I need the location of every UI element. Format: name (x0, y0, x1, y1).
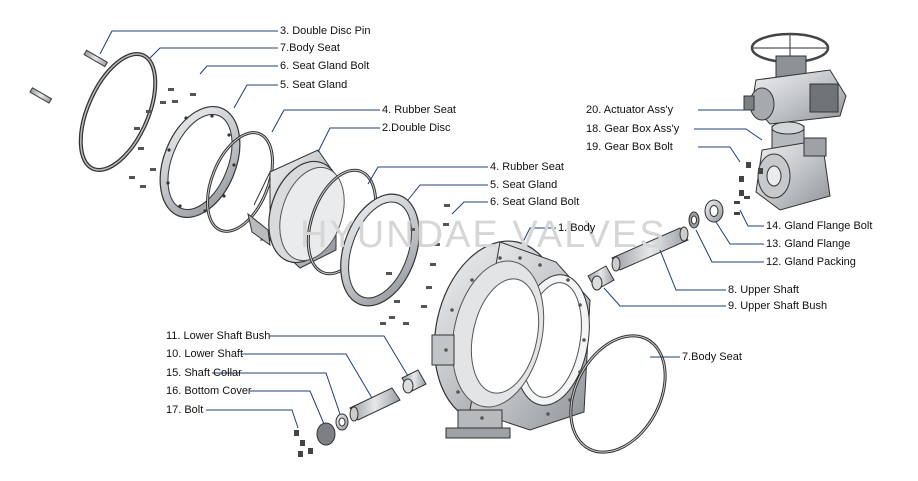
label-body: 1. Body (558, 222, 596, 234)
leader-double-disc (317, 127, 380, 153)
label-lower-shaft-bush: 11. Lower Shaft Bush (166, 330, 271, 342)
label-actuator: 20. Actuator Ass'y (586, 104, 674, 116)
leader-lower-shaft (242, 353, 373, 399)
label-rubber-seat-top: 4. Rubber Seat (382, 104, 456, 116)
leader-bottom-cover (250, 390, 325, 425)
leader-body (521, 227, 556, 245)
leader-seat-gland-mid (407, 184, 488, 201)
leader-gear-box-bolt (698, 146, 741, 163)
leader-gear-box (694, 128, 763, 141)
gear-box-part (755, 121, 831, 211)
valve-body-part (431, 240, 591, 439)
leader-seat-gland-bolt-mid (451, 201, 488, 215)
label-rubber-seat-mid: 4. Rubber Seat (490, 161, 564, 173)
rubber-seat-ring-part (206, 131, 274, 233)
leader-rubber-seat-top (271, 109, 380, 133)
leader-body-seat-top (149, 47, 278, 59)
seat-gland-ring-2-part (340, 193, 420, 307)
label-shaft-collar: 15. Shaft Collar (166, 367, 242, 379)
label-lower-shaft: 10. Lower Shaft (166, 348, 244, 360)
shaft-collar-part (335, 413, 349, 431)
label-bolt: 17. Bolt (166, 404, 204, 416)
gland-flange-bolts-part (734, 196, 750, 215)
lower-shaft-bush-part (401, 369, 427, 394)
upper-shaft-part (611, 226, 689, 272)
leader-shaft-collar (212, 372, 341, 415)
leader-lower-shaft-bush (270, 335, 409, 377)
gland-flange-part (704, 199, 724, 223)
label-upper-shaft: 8. Upper Shaft (728, 284, 799, 296)
body-seat-ring-part (78, 52, 158, 172)
label-body-seat-top: 7.Body Seat (280, 42, 340, 54)
label-gland-flange: 13. Gland Flange (766, 238, 851, 250)
leader-upper-shaft-bush (603, 287, 726, 307)
double-disc-pin-part (29, 49, 109, 104)
label-double-disc: 2.Double Disc (382, 122, 451, 134)
label-gland-flange-bolt: 14. Gland Flange Bolt (766, 220, 873, 232)
upper-shaft-bush-part (587, 265, 615, 291)
leader-upper-shaft (659, 249, 726, 291)
bottom-bolts-part (294, 430, 313, 457)
label-gear-box: 18. Gear Box Ass'y (586, 123, 680, 135)
actuator-part (743, 32, 847, 125)
watermark: HYUNDAE VALVES (300, 214, 667, 256)
label-gland-packing: 12. Gland Packing (766, 256, 856, 268)
gland-packing-part (688, 211, 700, 229)
body-seat-ring-2-part (569, 334, 667, 454)
lower-shaft-part (349, 387, 401, 422)
leader-seat-gland-top (233, 84, 278, 109)
leader-rubber-seat-mid (367, 166, 488, 185)
label-bottom-cover: 16. Bottom Cover (166, 385, 252, 397)
leader-lines (99, 30, 764, 429)
leader-bolt (206, 409, 299, 429)
seat-gland-bolts-2-part (380, 204, 450, 325)
leader-gland-flange-bolt (739, 209, 764, 227)
label-seat-gland-bolt-top: 6. Seat Gland Bolt (280, 60, 370, 72)
leader-double-disc-pin (99, 30, 278, 55)
gear-box-bolts-part (739, 162, 763, 196)
leader-gland-packing (695, 229, 764, 263)
label-seat-gland-mid: 5. Seat Gland (490, 179, 558, 191)
label-seat-gland-bolt-mid: 6. Seat Gland Bolt (490, 196, 580, 208)
leader-seat-gland-bolt-top (199, 65, 278, 75)
label-seat-gland-top: 5. Seat Gland (280, 79, 348, 91)
label-upper-shaft-bush: 9. Upper Shaft Bush (728, 300, 828, 312)
label-gear-box-bolt: 19. Gear Box Bolt (586, 141, 673, 153)
leader-gland-flange (715, 221, 764, 245)
label-body-seat-bottom: 7.Body Seat (682, 351, 742, 363)
bottom-cover-part (316, 422, 336, 446)
label-double-disc-pin: 3. Double Disc Pin (280, 25, 371, 37)
seat-gland-ring-part (159, 105, 241, 219)
